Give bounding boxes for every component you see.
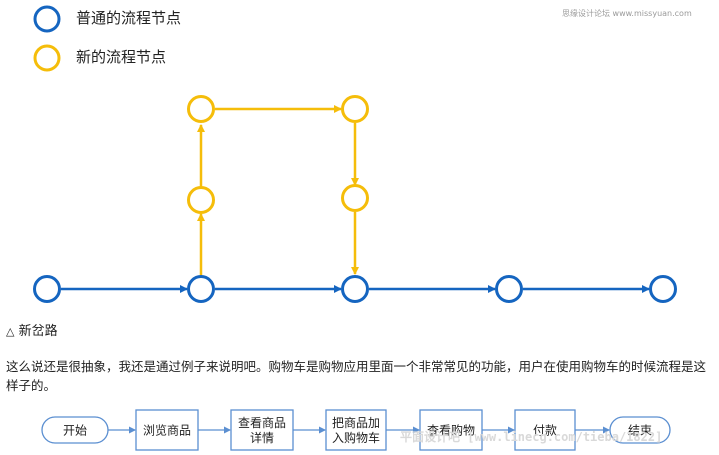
flow-step-box (135, 409, 199, 451)
legend-graphics (33, 5, 61, 72)
flow-step-box (419, 409, 483, 451)
diagram-caption: △ 新岔路 (6, 320, 58, 339)
legend-normal-label: 普通的流程节点 (76, 9, 182, 27)
flow-step-label: 付款 (533, 424, 557, 438)
branch-node-4 (341, 184, 369, 212)
flow-step-label: 结束 (628, 424, 652, 438)
main-node-1 (33, 275, 61, 303)
main-node-5 (649, 275, 677, 303)
triangle-icon: △ (6, 325, 15, 338)
caption-text: 新岔路 (18, 324, 58, 339)
flow-step-label: 查看商品 (238, 415, 286, 430)
bottom-watermark: 平面设计吧 [www.linecg.com/tieba/1822] (400, 430, 663, 444)
flow-step-label: 详情 (250, 430, 274, 445)
flow-step-label: 开始 (63, 424, 87, 438)
main-node-4 (495, 275, 523, 303)
body-paragraph: 这么说还是很抽象，我还是通过例子来说明吧。购物车是购物应用里面一个非常常见的功能… (6, 359, 707, 393)
legend-new-label: 新的流程节点 (76, 48, 167, 66)
main-node-3 (341, 275, 369, 303)
main-node-2 (187, 275, 215, 303)
flow-step-box (230, 409, 294, 451)
top-watermark: 思缘设计论坛 www.missyuan.com (562, 9, 692, 18)
flow-step-label: 浏览商品 (143, 423, 191, 438)
branch-node-3 (341, 95, 369, 123)
legend-new-node-icon (33, 44, 61, 72)
branch-node-2 (187, 95, 215, 123)
flow-step-label: 把商品加 (332, 415, 380, 430)
flow-step-box (609, 416, 671, 444)
flow-step-label: 查看购物 (427, 423, 475, 438)
branch-diagram (33, 95, 677, 303)
flow-step-label: 入购物车 (332, 430, 380, 445)
branch-node-1 (187, 186, 215, 214)
legend-normal-node-icon (33, 5, 61, 33)
